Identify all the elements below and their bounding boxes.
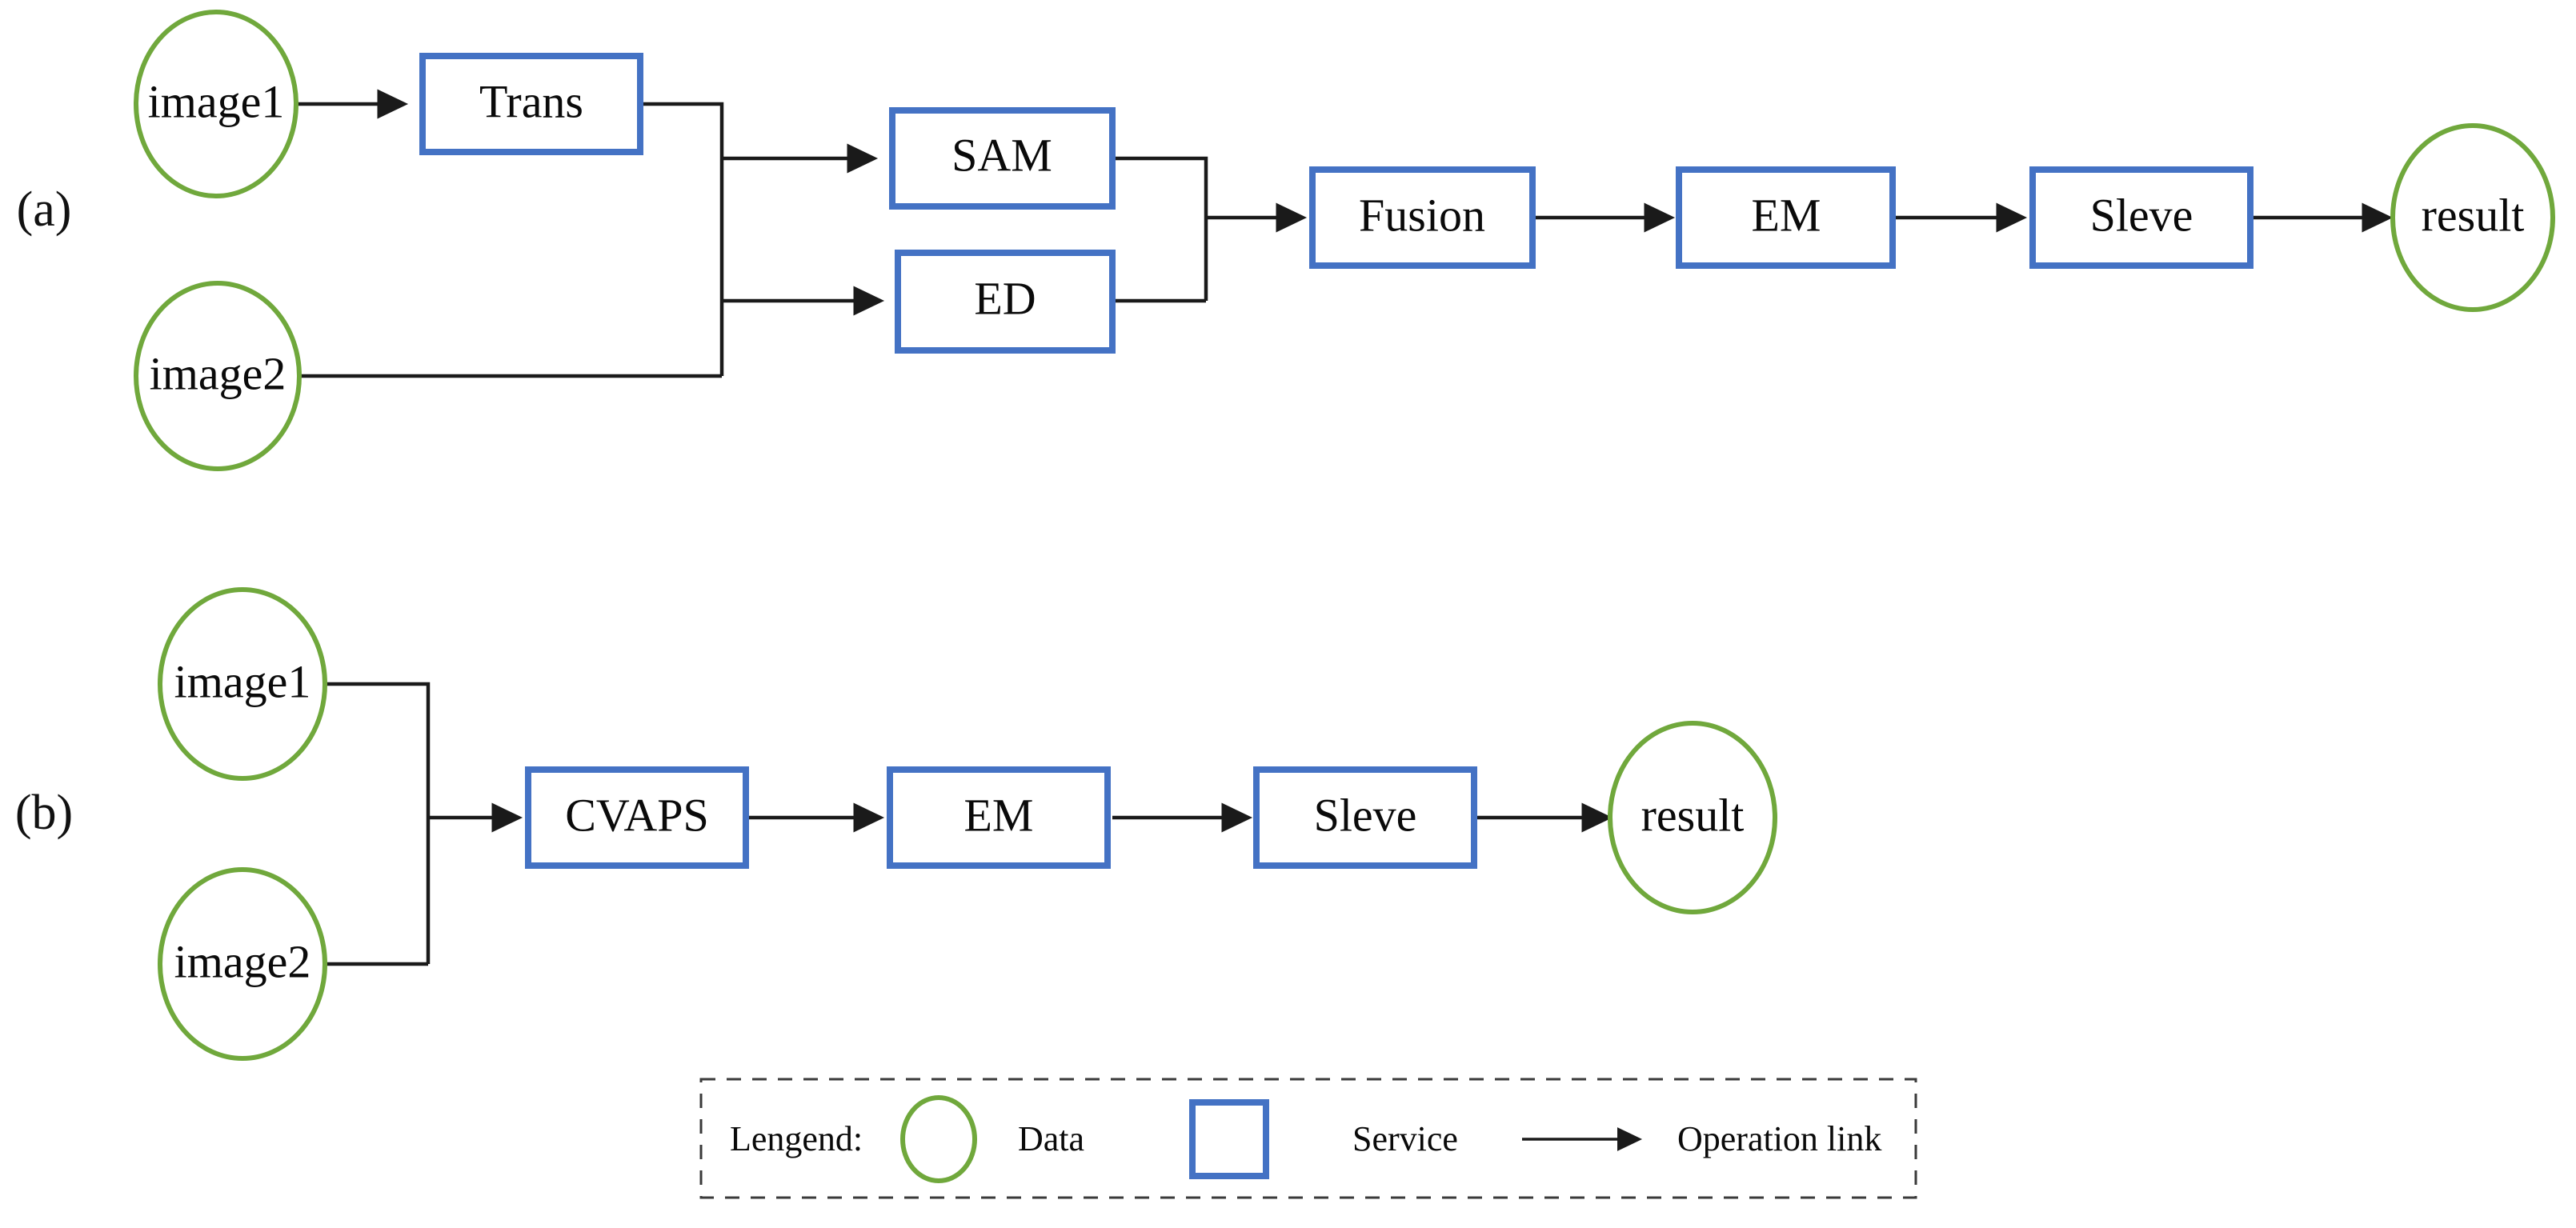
node-label: Sleve (2090, 189, 2193, 241)
service-node-rect (525, 766, 749, 869)
data-node-ellipse (134, 10, 298, 198)
row-a-group: (a) (17, 10, 2555, 471)
node-result-a[interactable]: result (2390, 123, 2555, 312)
node-em-a[interactable]: EM (1676, 166, 1896, 269)
node-trans[interactable]: Trans (419, 53, 643, 155)
node-label: Sleve (1314, 789, 1417, 841)
node-label: image1 (148, 75, 285, 127)
data-node-ellipse (1608, 721, 1777, 914)
node-sam[interactable]: SAM (889, 107, 1116, 210)
ellipse-icon (900, 1095, 977, 1183)
node-label: CVAPS (565, 789, 709, 841)
node-label: image2 (174, 935, 311, 987)
data-node-ellipse (158, 867, 327, 1061)
node-sleve-b[interactable]: Sleve (1253, 766, 1477, 869)
link-trans-bus (640, 102, 724, 376)
node-ed[interactable]: ED (895, 250, 1116, 354)
row-a-links (296, 89, 2394, 378)
node-image1-a[interactable]: image1 (134, 10, 298, 198)
legend-entry-data: Data (900, 1095, 1084, 1183)
node-label: ED (974, 272, 1036, 324)
service-node-rect (895, 250, 1116, 354)
data-node-ellipse (2390, 123, 2555, 312)
link-image1-bus-b (327, 682, 431, 964)
node-label: result (2422, 189, 2525, 241)
legend-title: Lengend: (730, 1119, 863, 1158)
node-label: result (1641, 789, 1745, 841)
node-fusion[interactable]: Fusion (1309, 166, 1536, 269)
data-node-ellipse (158, 587, 327, 781)
node-label: Trans (479, 75, 583, 127)
row-a-label: (a) (17, 182, 72, 237)
node-label: EM (964, 789, 1034, 841)
node-label: Fusion (1359, 189, 1485, 241)
service-node-rect (887, 766, 1111, 869)
node-label: image1 (174, 655, 311, 707)
service-node-rect (2029, 166, 2253, 269)
node-result-b[interactable]: result (1608, 721, 1777, 914)
legend-entry-service: Service (1189, 1099, 1458, 1179)
row-b-links (327, 682, 1613, 966)
rectangle-icon (1189, 1099, 1269, 1179)
row-b-group: (b) image1 (15, 587, 1777, 1061)
service-node-rect (1253, 766, 1477, 869)
row-b-label: (b) (15, 786, 73, 840)
node-cvaps[interactable]: CVAPS (525, 766, 749, 869)
legend-data-label: Data (1018, 1119, 1084, 1158)
data-node-ellipse (134, 281, 302, 471)
service-node-rect (1309, 166, 1536, 269)
node-sleve-a[interactable]: Sleve (2029, 166, 2253, 269)
node-image2-b[interactable]: image2 (158, 867, 327, 1061)
node-label: image2 (150, 347, 286, 399)
service-node-rect (1676, 166, 1896, 269)
legend-service-label: Service (1352, 1119, 1458, 1158)
node-label: SAM (951, 129, 1052, 181)
node-image1-b[interactable]: image1 (158, 587, 327, 781)
service-node-rect (419, 53, 643, 155)
legend-link-label: Operation link (1677, 1119, 1881, 1158)
node-em-b[interactable]: EM (887, 766, 1111, 869)
node-image2-a[interactable]: image2 (134, 281, 302, 471)
node-label: EM (1752, 189, 1821, 241)
link-sam-merge (1112, 156, 1208, 301)
legend: Lengend: Data Service Operation link (699, 1078, 1917, 1199)
legend-entry-link: Operation link (1522, 1119, 1881, 1158)
service-node-rect (889, 107, 1116, 210)
